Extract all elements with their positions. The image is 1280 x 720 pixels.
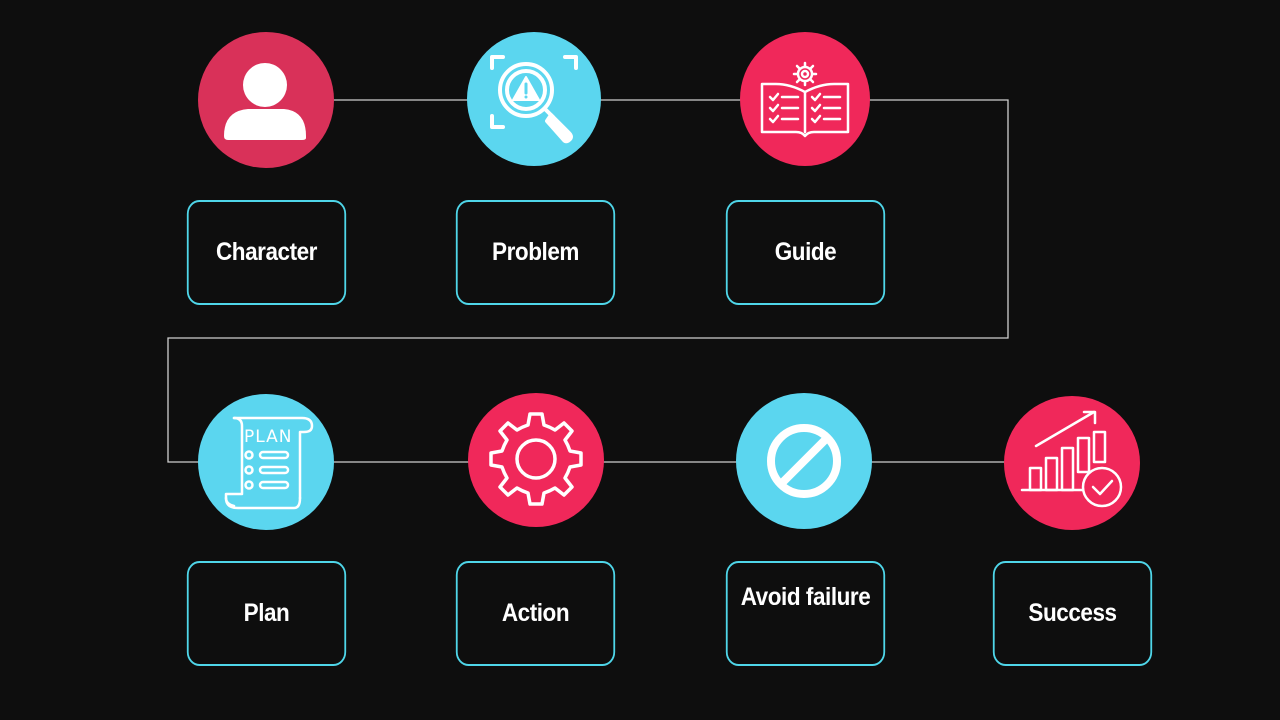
step-label-success: Success [992,561,1153,666]
step-label-action: Action [455,561,616,666]
user-icon [198,32,334,168]
connector-top-row [167,99,1072,463]
growth-chart-check-icon [1004,396,1140,530]
plan-scroll-icon: PLAN [198,394,334,530]
step-label-plan: Plan [186,561,347,666]
step-label-avoid-failure: Avoid failure [725,561,886,666]
prohibited-icon [736,393,872,529]
gear-icon [468,393,604,527]
book-gear-icon [740,32,870,166]
plan-icon-text: PLAN [244,427,292,447]
step-label-problem: Problem [455,200,616,305]
step-label-guide: Guide [725,200,886,305]
magnifier-warning-icon [467,32,601,166]
step-label-character: Character [186,200,347,305]
